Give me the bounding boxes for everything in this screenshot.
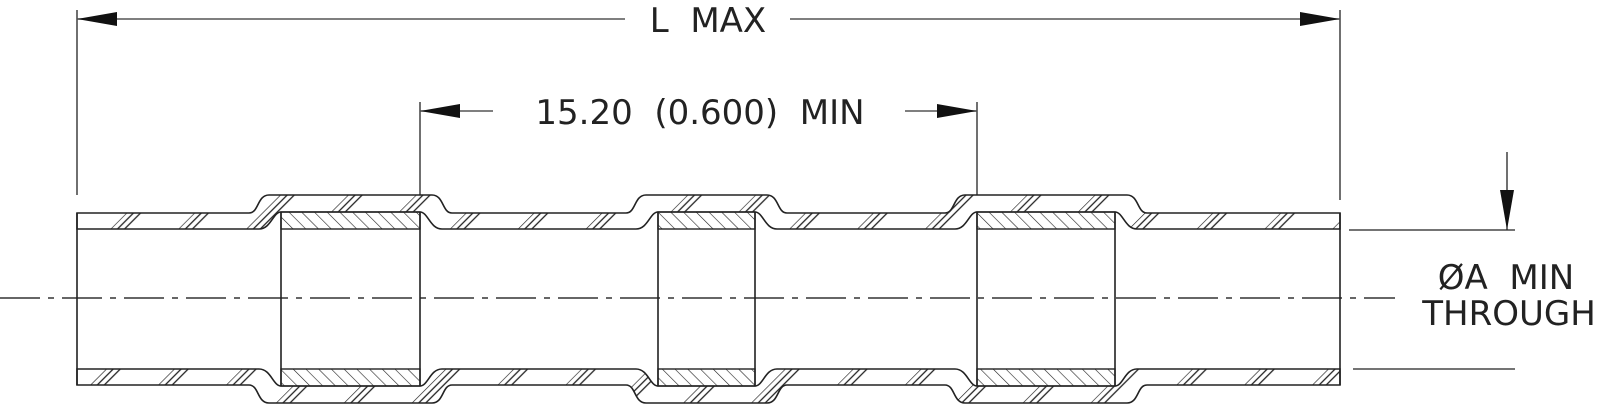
insert-2-wall-bottom xyxy=(657,368,756,387)
crimp-inserts xyxy=(280,211,1116,387)
insert-3-wall-top xyxy=(976,211,1116,230)
insert-spacing-label: 15.20 (0.600) MIN xyxy=(535,93,864,133)
diameter-label-line2: THROUGH xyxy=(1421,294,1596,334)
insert-1-wall-top xyxy=(280,211,421,230)
overall-length-label: L MAX xyxy=(650,1,766,41)
insert-3-wall-bottom xyxy=(976,368,1116,387)
insert-1-wall-bottom xyxy=(280,368,421,387)
insert-2-wall-top xyxy=(657,211,756,230)
diameter-label-line1: ØA MIN xyxy=(1438,258,1574,298)
